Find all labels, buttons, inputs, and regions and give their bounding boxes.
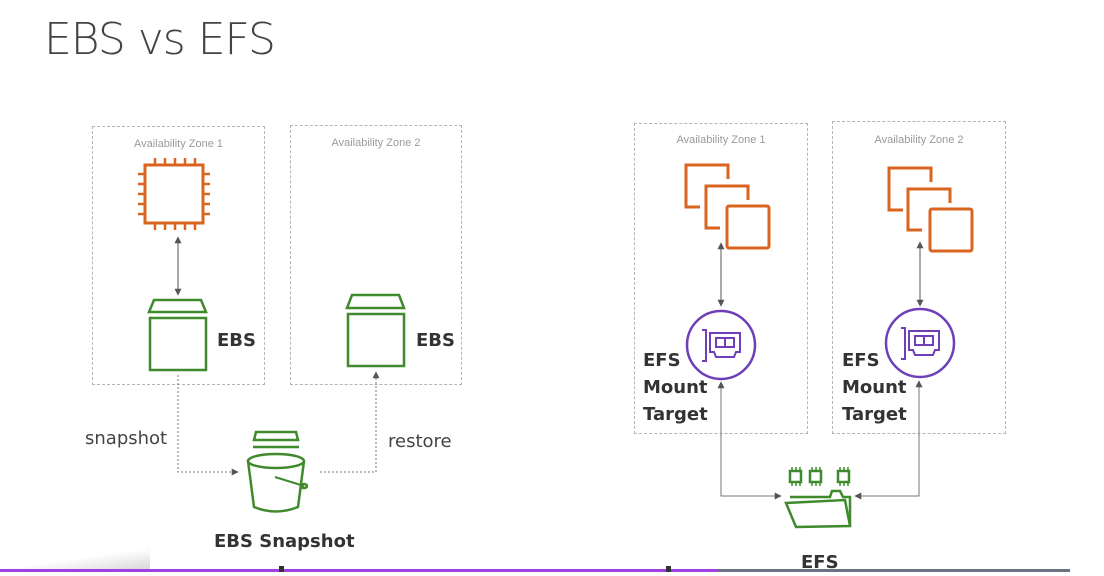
- ebs-snapshot-bucket-icon: [246, 430, 309, 513]
- mount-target-line: Mount: [842, 377, 907, 398]
- zone-label: Availability Zone 1: [133, 138, 224, 150]
- zone-label: Availability Zone 1: [676, 134, 766, 146]
- mount-target-line: Mount: [643, 377, 708, 398]
- chapter-marker[interactable]: [279, 566, 284, 572]
- ebs-volume-label-az1: EBS: [217, 330, 256, 351]
- ebs-availability-zone-2: Availability Zone 2: [290, 125, 462, 385]
- efs-mount-target-icon: [884, 307, 956, 379]
- restore-action-label: restore: [388, 431, 452, 452]
- mount-efs-connector: [854, 380, 923, 500]
- ec2-instance-icon: [138, 158, 210, 230]
- mount-target-line: EFS: [842, 350, 880, 371]
- efs-mount-target-label-az2: EFS Mount Target: [842, 347, 907, 428]
- chapter-marker[interactable]: [666, 566, 671, 572]
- mount-target-line: EFS: [643, 350, 681, 371]
- efs-mount-target-icon: [685, 309, 757, 381]
- ebs-volume-label-az2: EBS: [416, 330, 455, 351]
- efs-mount-target-label-az1: EFS Mount Target: [643, 347, 708, 428]
- mount-target-line: Target: [842, 404, 907, 425]
- ec2-instances-icon: [684, 163, 771, 250]
- slide-title: EBS vs EFS: [44, 14, 276, 65]
- efs-filesystem-icon: [784, 467, 852, 529]
- efs-filesystem-label: EFS: [801, 552, 839, 573]
- restore-connector: [320, 371, 380, 473]
- ebs-volume-icon: [147, 298, 208, 372]
- snapshot-connector: [177, 375, 239, 476]
- ebs-snapshot-label: EBS Snapshot: [214, 531, 355, 552]
- mount-efs-connector: [717, 381, 782, 500]
- ebs-volume-icon: [345, 293, 406, 368]
- video-progress-fill[interactable]: [0, 569, 717, 572]
- mount-target-line: Target: [643, 404, 708, 425]
- zone-label: Availability Zone 2: [874, 134, 964, 146]
- snapshot-action-label: snapshot: [85, 428, 168, 449]
- slide-shadow: [0, 548, 150, 569]
- zone-label: Availability Zone 2: [331, 137, 421, 149]
- ec2-instances-icon: [887, 166, 974, 253]
